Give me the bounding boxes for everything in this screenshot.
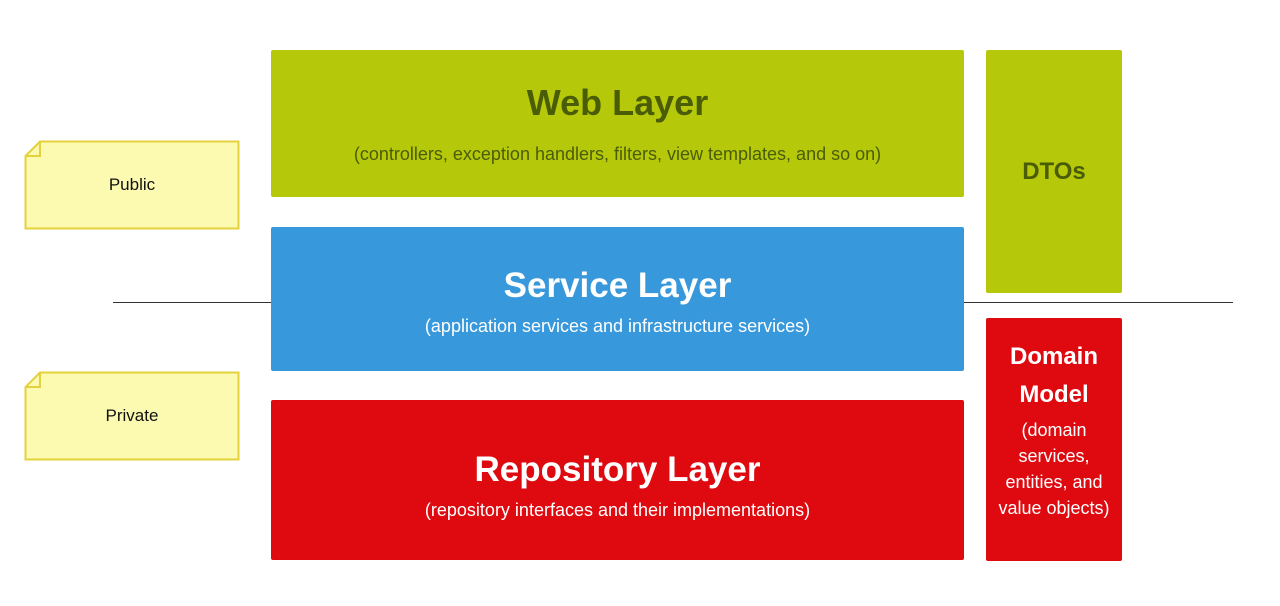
- service-layer-block: Service Layer (application services and …: [271, 227, 964, 371]
- dtos-block: DTOs: [986, 50, 1122, 293]
- web-layer-subtitle: (controllers, exception handlers, filter…: [353, 144, 882, 165]
- repository-layer-block: Repository Layer (repository interfaces …: [271, 400, 964, 560]
- dtos-title: DTOs: [1022, 157, 1086, 185]
- domain-model-title-line1: Domain: [1009, 343, 1098, 370]
- private-note: Private: [24, 371, 240, 461]
- public-note: Public: [24, 140, 240, 230]
- note-shape-icon: [24, 140, 240, 230]
- web-layer-title: Web Layer: [526, 82, 709, 124]
- domain-model-subtitle: (domain services, entities, and value ob…: [998, 419, 1110, 519]
- public-note-label: Public: [108, 175, 156, 194]
- domain-model-block: Domain Model (domain services, entities,…: [986, 318, 1122, 561]
- repository-layer-title: Repository Layer: [474, 450, 761, 490]
- domain-model-title-line2: Model: [1019, 381, 1089, 409]
- web-layer-block: Web Layer (controllers, exception handle…: [271, 50, 964, 197]
- service-layer-title: Service Layer: [503, 266, 732, 306]
- note-shape-icon: [24, 371, 240, 461]
- private-note-label: Private: [105, 406, 159, 425]
- repository-layer-subtitle: (repository interfaces and their impleme…: [424, 500, 811, 521]
- service-layer-subtitle: (application services and infrastructure…: [424, 316, 811, 337]
